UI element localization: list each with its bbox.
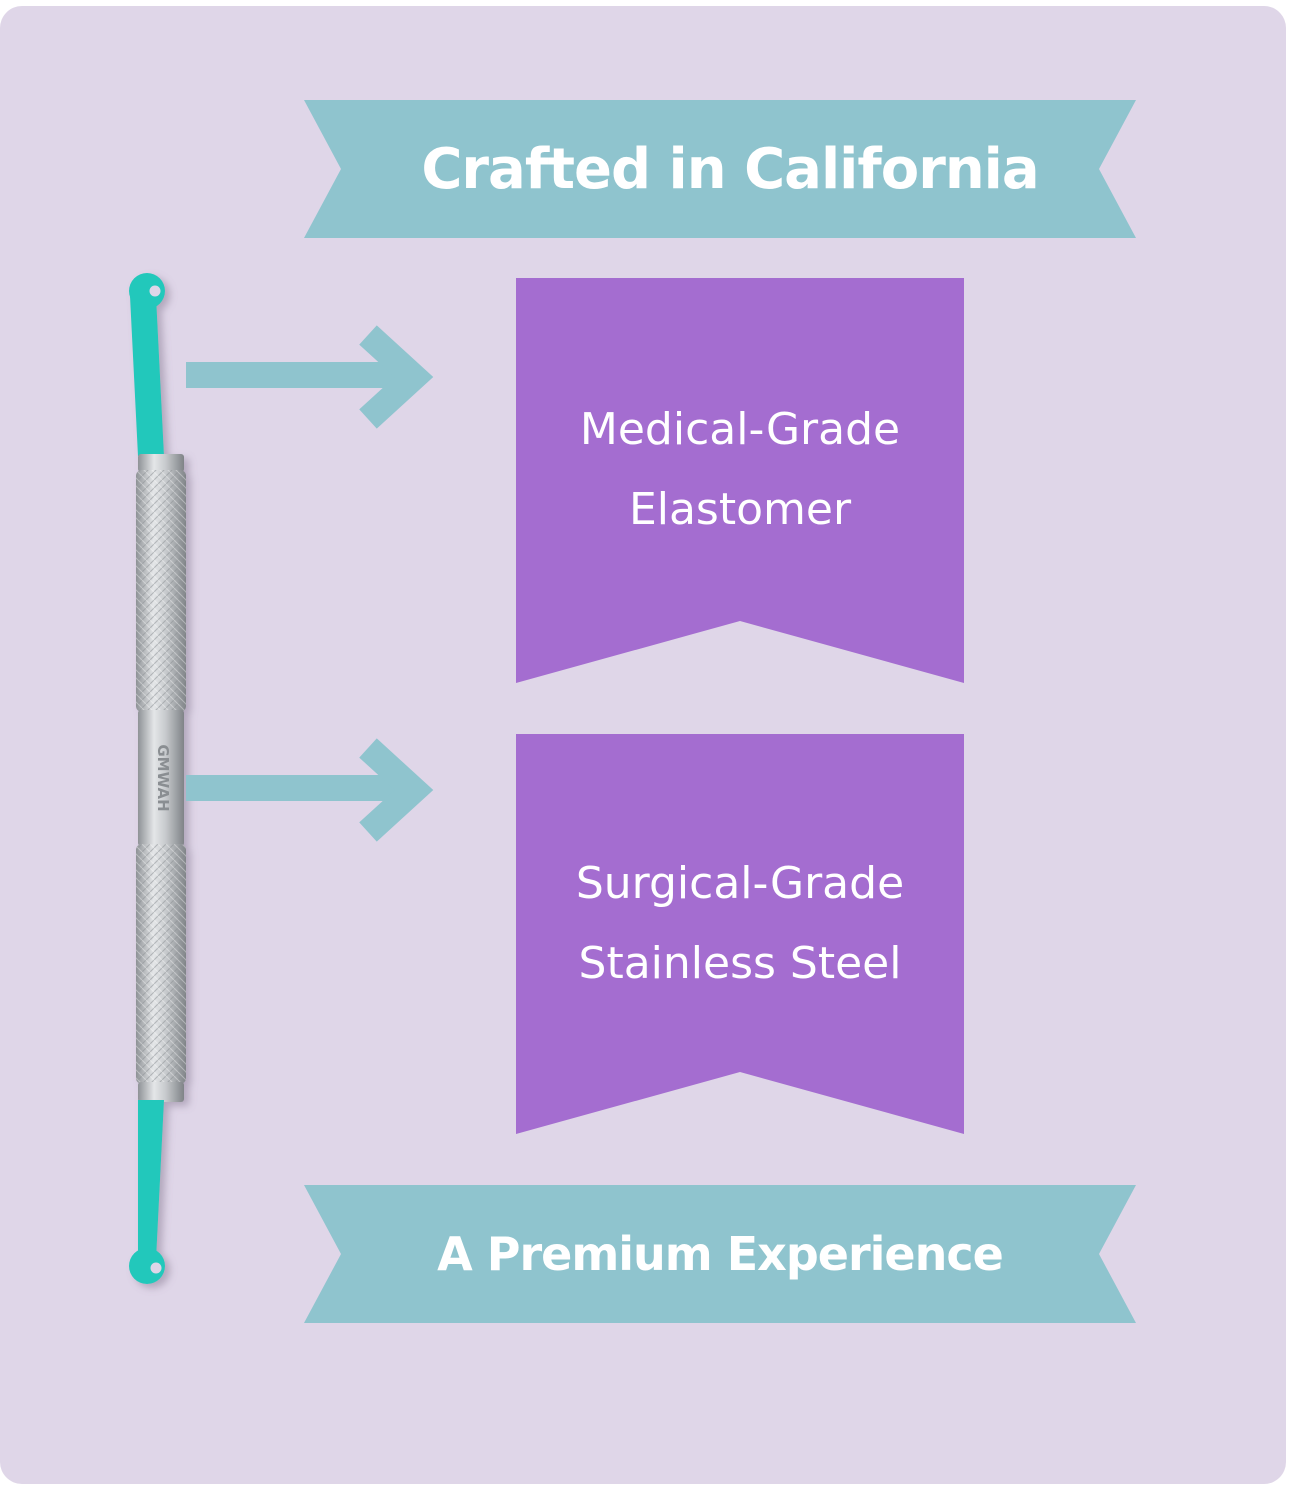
header-ribbon: Crafted in California [304,100,1136,238]
footer-ribbon: A Premium Experience [304,1185,1136,1323]
feature-line-2: Elastomer [628,484,852,535]
header-ribbon-shape [304,100,1136,238]
feature-banner-shape [516,278,964,683]
feature-banner-steel: Surgical-Grade Stainless Steel [516,734,964,1139]
feature-line-2: Stainless Steel [578,938,902,989]
header-ribbon-text: Crafted in California [421,136,1039,202]
feature-banner-shape [516,734,964,1134]
feature-line-1: Surgical-Grade [575,858,905,909]
infographic-card: Crafted in California [0,6,1286,1484]
arrow-to-elastomer-icon [186,325,434,429]
feature-banner-text: Surgical-Grade Stainless Steel [516,844,964,1004]
tool-brand-engraving: GMWAH [154,744,172,811]
arrow-to-steel-icon [186,738,434,842]
footer-ribbon-text: A Premium Experience [437,1227,1004,1281]
footer-ribbon-shape [304,1185,1136,1323]
feature-line-1: Medical-Grade [579,404,901,455]
extractor-tool-illustration: GMWAH [129,273,186,1284]
feature-banner-elastomer: Medical-Grade Elastomer [516,278,964,683]
feature-banner-text: Medical-Grade Elastomer [516,390,964,550]
